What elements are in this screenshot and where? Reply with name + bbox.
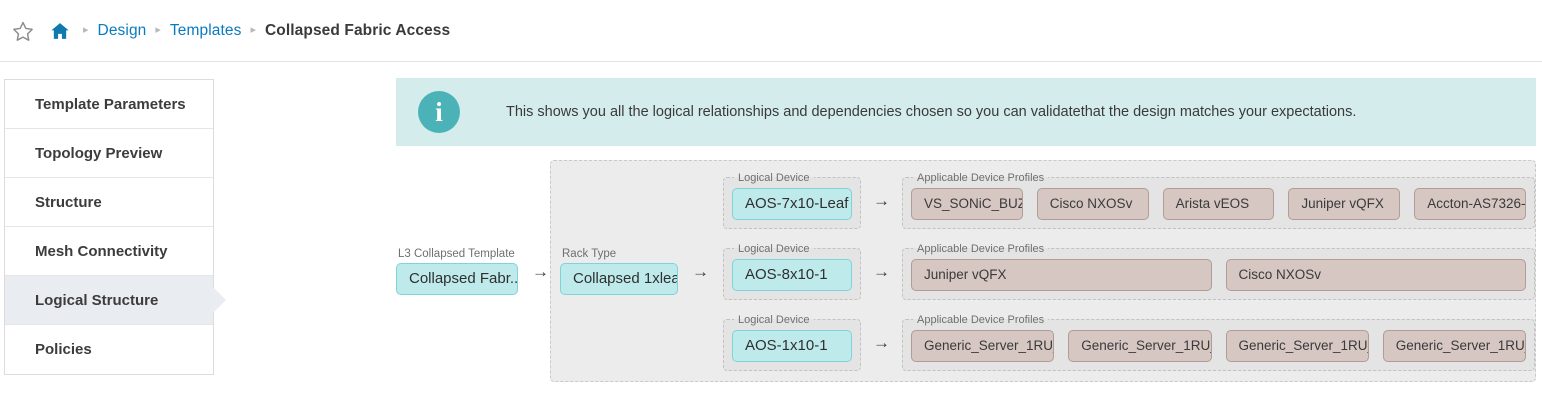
applicable-device-profiles-group: Applicable Device Profiles Generic_Serve… xyxy=(902,313,1535,371)
device-profile-chip[interactable]: Arista vEOS xyxy=(1162,187,1275,220)
device-profile-chip[interactable]: Juniper vQFX xyxy=(1288,187,1401,220)
breadcrumb-link-templates[interactable]: Templates xyxy=(169,21,242,39)
sidebar-item-template-parameters[interactable]: Template Parameters xyxy=(5,80,213,129)
device-profile-chip[interactable]: Generic_Server_1RU_1x1... xyxy=(1068,329,1212,362)
device-profile-chip[interactable]: Generic_Server_1RU_1x1... xyxy=(911,329,1055,362)
applicable-device-profiles-legend: Applicable Device Profiles xyxy=(917,171,1045,184)
sidebar-item-label: Policies xyxy=(35,341,92,358)
l3-collapsed-template-label: L3 Collapsed Template xyxy=(398,247,515,260)
logical-device-group: Logical Device AOS-7x10-Leaf xyxy=(723,171,861,229)
sidebar-item-label: Logical Structure xyxy=(35,291,159,309)
logical-device-group: Logical Device AOS-8x10-1 xyxy=(723,242,861,300)
breadcrumb-separator-2: ▸ xyxy=(155,24,161,36)
home-icon[interactable] xyxy=(50,21,70,41)
l3-collapsed-template-value[interactable]: Collapsed Fabr... xyxy=(396,262,518,295)
logical-device-legend: Logical Device xyxy=(738,313,810,326)
favorite-star-icon[interactable] xyxy=(12,20,34,42)
breadcrumb-current-page: Collapsed Fabric Access xyxy=(265,21,451,39)
rack-type-label: Rack Type xyxy=(562,247,617,260)
sidebar-item-mesh-connectivity[interactable]: Mesh Connectivity xyxy=(5,227,213,276)
breadcrumb-separator-1: ▸ xyxy=(83,24,89,36)
logical-device-legend: Logical Device xyxy=(738,171,810,184)
main-content: i This shows you all the logical relatio… xyxy=(396,78,1536,382)
device-profile-chip[interactable]: Accton-AS7326-5... xyxy=(1414,187,1526,220)
logical-device-row: Logical Device AOS-1x10-1 → Applicable D… xyxy=(723,313,1535,371)
sidebar-item-label: Structure xyxy=(35,193,102,211)
breadcrumb-link-design[interactable]: Design xyxy=(97,21,147,39)
info-icon: i xyxy=(418,91,460,133)
logical-device-row: Logical Device AOS-8x10-1 → Applicable D… xyxy=(723,242,1535,300)
applicable-device-profiles-legend: Applicable Device Profiles xyxy=(917,242,1045,255)
logical-device-group: Logical Device AOS-1x10-1 xyxy=(723,313,861,371)
device-profile-chip[interactable]: Juniper vQFX xyxy=(911,258,1212,291)
applicable-device-profiles-group: Applicable Device Profiles Juniper vQFX … xyxy=(902,242,1535,300)
logical-device-chip[interactable]: AOS-8x10-1 xyxy=(732,258,852,291)
sidebar-item-structure[interactable]: Structure xyxy=(5,178,213,227)
logical-device-chip[interactable]: AOS-1x10-1 xyxy=(732,329,852,362)
device-profile-chip[interactable]: Cisco NXOSv xyxy=(1036,187,1149,220)
logical-device-row: Logical Device AOS-7x10-Leaf → Applicabl… xyxy=(723,171,1535,229)
l3-collapsed-template-node: L3 Collapsed Template Collapsed Fabr... xyxy=(396,248,518,295)
sidebar-nav: Template Parameters Topology Preview Str… xyxy=(4,79,214,375)
device-profile-chip[interactable]: VS_SONiC_BUZZN... xyxy=(911,187,1023,220)
info-banner: i This shows you all the logical relatio… xyxy=(396,78,1536,146)
arrow-icon-device-to-profiles: → xyxy=(873,332,890,352)
arrow-icon-device-to-profiles: → xyxy=(873,261,890,281)
logical-device-legend: Logical Device xyxy=(738,242,810,255)
sidebar-item-label: Topology Preview xyxy=(35,144,163,162)
breadcrumb-separator-3: ▸ xyxy=(250,24,256,36)
arrow-icon-template-to-rack: → xyxy=(532,261,549,281)
logical-device-chip[interactable]: AOS-7x10-Leaf xyxy=(732,187,852,220)
sidebar-item-label: Template Parameters xyxy=(35,95,186,113)
rack-type-value[interactable]: Collapsed 1xleaf xyxy=(560,262,678,295)
sidebar-item-policies[interactable]: Policies xyxy=(5,325,213,374)
rack-type-node: Rack Type Collapsed 1xleaf xyxy=(560,248,678,295)
sidebar-item-label: Mesh Connectivity xyxy=(35,242,168,260)
device-profile-chip[interactable]: Generic_Server_1RU_1x1... xyxy=(1225,329,1369,362)
device-profile-chip[interactable]: Cisco NXOSv xyxy=(1225,258,1526,291)
device-profile-chip[interactable]: Generic_Server_1RU_1x1... xyxy=(1382,329,1526,362)
logical-device-rows: Logical Device AOS-7x10-Leaf → Applicabl… xyxy=(723,171,1535,371)
arrow-icon-device-to-profiles: → xyxy=(873,190,890,210)
arrow-icon-rack-to-devices: → xyxy=(692,261,709,281)
applicable-device-profiles-group: Applicable Device Profiles VS_SONiC_BUZZ… xyxy=(902,171,1535,229)
sidebar-item-logical-structure[interactable]: Logical Structure xyxy=(5,276,213,325)
rack-type-panel: Rack Type Collapsed 1xleaf → Logical Dev… xyxy=(550,160,1536,382)
breadcrumb: ▸ Design ▸ Templates ▸ Collapsed Fabric … xyxy=(0,0,1542,62)
applicable-device-profiles-legend: Applicable Device Profiles xyxy=(917,313,1045,326)
sidebar-item-topology-preview[interactable]: Topology Preview xyxy=(5,129,213,178)
info-banner-text: This shows you all the logical relations… xyxy=(506,104,1357,120)
logical-structure-diagram: L3 Collapsed Template Collapsed Fabr... … xyxy=(396,160,1536,382)
